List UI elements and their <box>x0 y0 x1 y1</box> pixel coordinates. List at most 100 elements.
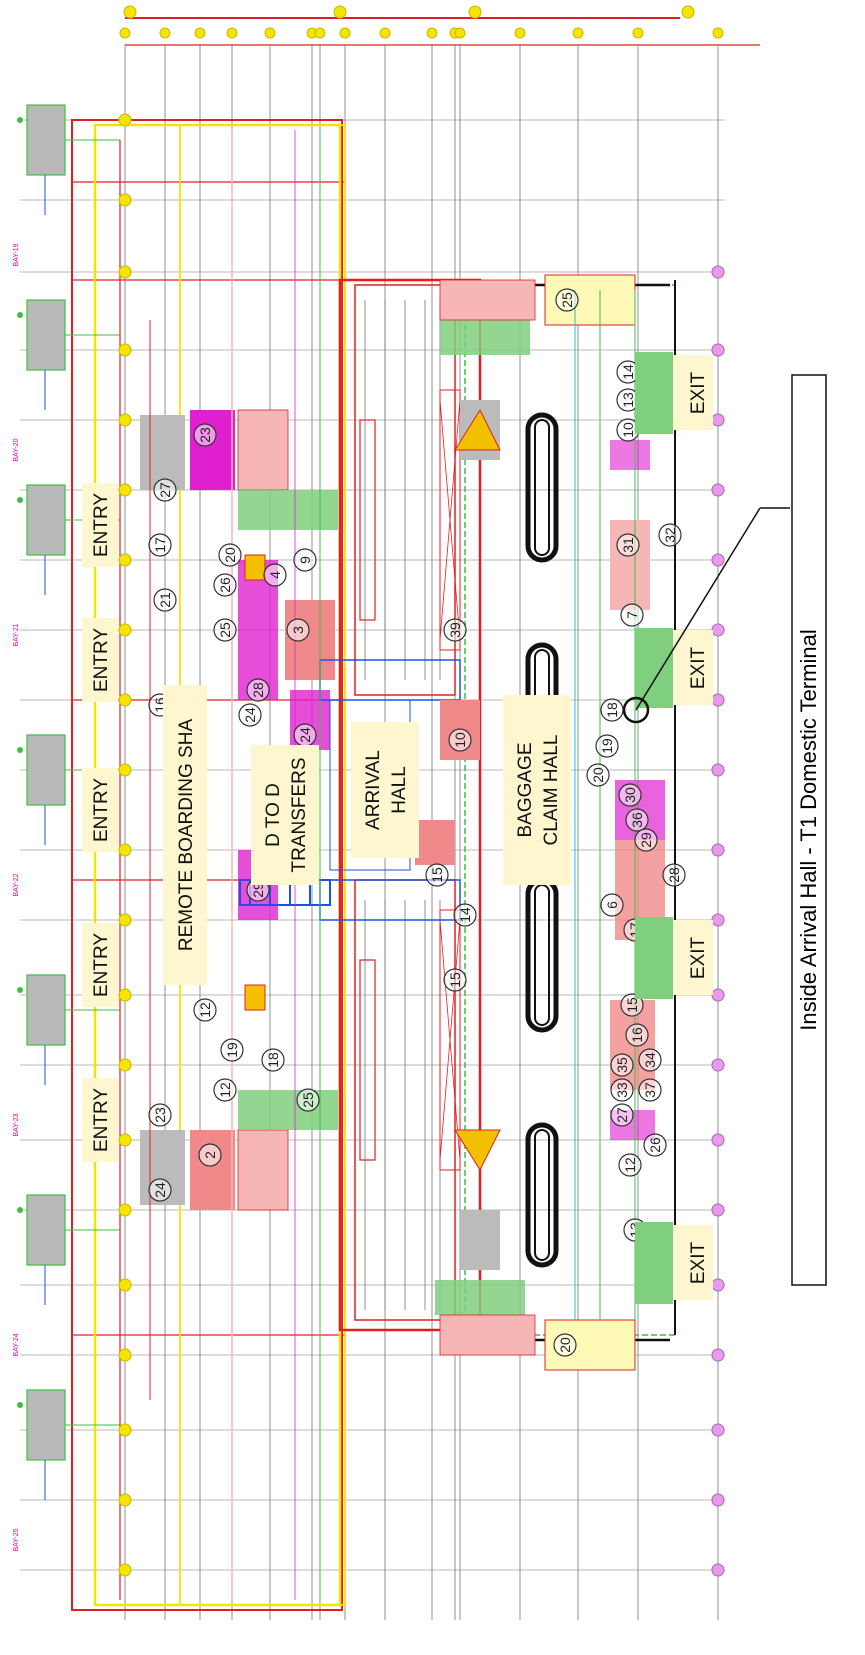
grid-node-left <box>118 193 132 207</box>
aircraft-bay: BAY-20 <box>13 299 120 461</box>
numbered-markers: 2327172026252116392424282941219182324212… <box>148 288 686 1357</box>
exits: EXIT EXIT EXIT EXIT <box>635 352 713 1304</box>
marker-number: 29 <box>638 832 654 848</box>
grid-node-left <box>118 693 132 707</box>
exit-block: EXIT <box>635 1222 713 1304</box>
marker: 36 <box>625 808 649 832</box>
marker: 24 <box>293 723 317 747</box>
grid-node-right <box>711 988 725 1002</box>
marker: 12 <box>193 998 217 1022</box>
exit-text: EXIT <box>688 936 709 979</box>
bay-label: BAY-21 <box>13 623 20 646</box>
marker: 20 <box>586 763 610 787</box>
grid-node-right <box>711 1563 725 1577</box>
marker-number: 27 <box>157 482 173 498</box>
marker-number: 23 <box>152 1107 168 1123</box>
marker-number: 3 <box>290 626 306 634</box>
aircraft-bay: BAY-24 <box>13 1194 120 1356</box>
grid-node-top <box>194 27 206 39</box>
marker: 30 <box>618 783 642 807</box>
grid-node-top <box>264 27 276 39</box>
top-dimension-line <box>123 5 760 46</box>
exit-block: EXIT <box>635 917 713 999</box>
marker-number: 24 <box>242 707 258 723</box>
marker-number: 14 <box>457 907 473 923</box>
baggage-claim-label: BAGGAGE CLAIM HALL <box>503 695 571 885</box>
marker: 25 <box>296 1088 320 1112</box>
bay-label: BAY-25 <box>13 1528 20 1551</box>
bay-label: BAY-22 <box>13 873 20 896</box>
grid-node-left <box>118 553 132 567</box>
caption-box: Inside Arrival Hall - T1 Domestic Termin… <box>791 374 827 1286</box>
grid-nodes-right <box>711 265 725 1577</box>
grid-node-left <box>118 265 132 279</box>
marker: 6 <box>600 893 624 917</box>
marker-number: 20 <box>557 1337 573 1353</box>
d-to-d-transfers-label: D TO D TRANSFERS <box>251 745 319 885</box>
marker-number: 16 <box>629 1027 645 1043</box>
marker: 35 <box>610 1053 634 1077</box>
grid-node-right <box>711 413 725 427</box>
grid-node-right <box>711 843 725 857</box>
grid-node-top <box>314 27 326 39</box>
marker: 27 <box>610 1103 634 1127</box>
grid-node-top <box>632 27 644 39</box>
marker: 27 <box>153 478 177 502</box>
claim-hall-text: CLAIM HALL <box>541 735 562 846</box>
marker-number: 12 <box>622 1157 638 1173</box>
grid-node-right <box>711 913 725 927</box>
grid-node-left <box>118 913 132 927</box>
grid-node-left <box>118 763 132 777</box>
entry-text: ENTRY <box>91 628 112 692</box>
marker-number: 14 <box>620 364 636 380</box>
marker: 23 <box>148 1103 172 1127</box>
marker-number: 13 <box>620 392 636 408</box>
aircraft-bay: BAY-23 <box>13 974 120 1136</box>
marker: 9 <box>293 548 317 572</box>
entry-label: ENTRY <box>82 618 118 702</box>
area-labels: REMOTE BOARDING SHA D TO D TRANSFERS ARR… <box>163 685 571 985</box>
marker-number: 20 <box>222 547 238 563</box>
aircraft-bays: BAY-19BAY-20BAY-21BAY-22BAY-23BAY-24BAY-… <box>13 104 120 1551</box>
hall-text: HALL <box>389 766 410 814</box>
marker-number: 36 <box>629 812 645 828</box>
grid-node-top <box>426 27 438 39</box>
grid-node-right <box>711 553 725 567</box>
grid-node-left <box>118 843 132 857</box>
marker-number: 26 <box>647 1137 663 1153</box>
marker: 7 <box>620 603 644 627</box>
marker-number: 34 <box>642 1052 658 1068</box>
grid-node-right <box>711 1493 725 1507</box>
grid-node-left <box>118 1203 132 1217</box>
marker: 15 <box>443 968 467 992</box>
arrival-corridor-lines <box>359 300 461 1310</box>
marker-number: 24 <box>152 1182 168 1198</box>
grid-node-top <box>339 27 351 39</box>
grid-node-top <box>379 27 391 39</box>
marker: 2 <box>198 1143 222 1167</box>
arrival-text: ARRIVAL <box>363 750 384 830</box>
entry-text: ENTRY <box>91 1088 112 1152</box>
marker-number: 18 <box>265 1052 281 1068</box>
marker-number: 6 <box>604 901 620 909</box>
grid-node-left <box>118 1348 132 1362</box>
bay-label: BAY-23 <box>13 1113 20 1136</box>
grid-node-right <box>711 763 725 777</box>
marker: 20 <box>553 1333 577 1357</box>
marker-number: 20 <box>590 767 606 783</box>
exit-text: EXIT <box>688 371 709 414</box>
marker: 25 <box>213 618 237 642</box>
arrival-hall-label: ARRIVAL HALL <box>351 722 419 858</box>
marker: 23 <box>193 423 217 447</box>
marker-number: 26 <box>217 577 233 593</box>
marker-number: 31 <box>620 537 636 553</box>
remote-boarding-text: REMOTE BOARDING SHA <box>176 719 197 952</box>
marker: 33 <box>610 1078 634 1102</box>
grid-node-left <box>118 1493 132 1507</box>
marker-number: 12 <box>217 1082 233 1098</box>
grid-node-top <box>159 27 171 39</box>
entry-text: ENTRY <box>91 493 112 557</box>
grid-node-left <box>118 1423 132 1437</box>
marker-number: 25 <box>559 292 575 308</box>
marker: 18 <box>261 1048 285 1072</box>
